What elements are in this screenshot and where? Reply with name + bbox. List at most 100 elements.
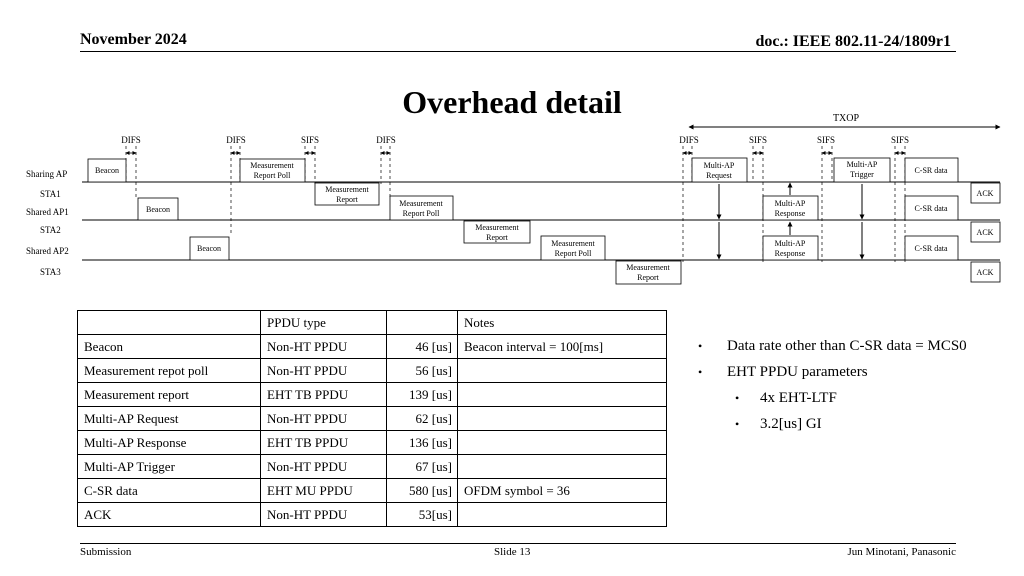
- ifs-label: DIFS: [226, 135, 246, 145]
- table-header-row: PPDU type Notes: [77, 310, 667, 335]
- table-row: C-SR data EHT MU PPDU 580 [us] OFDM symb…: [77, 478, 667, 503]
- frame-label: Measurement: [475, 223, 519, 232]
- frame-beacon: [87, 158, 127, 183]
- frame-label: Request: [706, 171, 733, 180]
- frame-label: ACK: [977, 268, 994, 277]
- ppdu-type-cell: Non-HT PPDU: [260, 502, 387, 527]
- ppdu-table: PPDU type Notes Beacon Non-HT PPDU 46 [u…: [77, 310, 667, 527]
- table-row: Multi-AP Response EHT TB PPDU 136 [us]: [77, 430, 667, 455]
- notes-cell: [457, 502, 667, 527]
- ifs-label: DIFS: [121, 135, 141, 145]
- table-row: ACK Non-HT PPDU 53[us]: [77, 502, 667, 527]
- frame-label: Response: [775, 209, 806, 218]
- bullet-text: 4x EHT-LTF: [760, 390, 837, 406]
- duration-cell: 580 [us]: [386, 478, 458, 503]
- frame-label: Report Poll: [254, 171, 291, 180]
- footer-divider: [80, 543, 956, 544]
- duration-cell: 53[us]: [386, 502, 458, 527]
- table-row: Multi-AP Request Non-HT PPDU 62 [us]: [77, 406, 667, 431]
- notes-cell: [457, 382, 667, 407]
- frame-cell: Beacon: [77, 334, 261, 359]
- frame-label: Response: [775, 249, 806, 258]
- frame-beacon: [189, 236, 230, 261]
- table-row: Multi-AP Trigger Non-HT PPDU 67 [us]: [77, 454, 667, 479]
- frame-beacon: [137, 197, 179, 221]
- frame-measurement-report-poll: [389, 195, 454, 221]
- timing-diagram: TXOP DIFS DIFS SIFS DIFS DIFS SIFS SIFS …: [26, 113, 1001, 285]
- row-label-sta1: STA1: [40, 189, 61, 199]
- frame-measurement-report: [615, 260, 682, 285]
- frame-cell: ACK: [77, 502, 261, 527]
- frame-measurement-report-poll: [239, 158, 306, 183]
- ppdu-type-cell: Non-HT PPDU: [260, 406, 387, 431]
- notes-cell: Beacon interval = 100[ms]: [457, 334, 667, 359]
- frame-label: ACK: [977, 228, 994, 237]
- table-row: Measurement repot poll Non-HT PPDU 56 [u…: [77, 358, 667, 383]
- bullet-marker: •: [698, 365, 703, 379]
- frame-cell: Measurement report: [77, 382, 261, 407]
- table-header-cell: [77, 310, 261, 335]
- duration-cell: 139 [us]: [386, 382, 458, 407]
- frame-ack: [970, 221, 1001, 243]
- frame-label: Multi-AP: [775, 199, 806, 208]
- table-header-cell: PPDU type: [260, 310, 387, 335]
- frame-cell: Multi-AP Response: [77, 430, 261, 455]
- row-label-sta2: STA2: [40, 225, 61, 235]
- row-label-shared-ap2: Shared AP2: [26, 246, 69, 256]
- frame-label: Report: [336, 195, 359, 204]
- bullet-text: EHT PPDU parameters: [727, 364, 868, 380]
- ppdu-type-cell: EHT TB PPDU: [260, 430, 387, 455]
- frame-label: Beacon: [197, 244, 221, 253]
- ifs-label: SIFS: [749, 135, 767, 145]
- frame-csr-data: [904, 195, 959, 221]
- notes-cell: [457, 358, 667, 383]
- frame-label: Beacon: [95, 166, 119, 175]
- table-row: Beacon Non-HT PPDU 46 [us] Beacon interv…: [77, 334, 667, 359]
- frame-label: Measurement: [551, 239, 595, 248]
- notes-cell: OFDM symbol = 36: [457, 478, 667, 503]
- notes-cell: [457, 406, 667, 431]
- frame-label: Multi-AP: [704, 161, 735, 170]
- frame-measurement-report: [314, 182, 380, 206]
- frame-measurement-report-poll: [540, 235, 606, 261]
- table-header-cell: [386, 310, 458, 335]
- frame-label: Measurement: [626, 263, 670, 272]
- frame-label: Report Poll: [403, 209, 440, 218]
- notes-cell: [457, 430, 667, 455]
- frame-multi-ap-response: [762, 195, 819, 221]
- frame-label: Measurement: [325, 185, 369, 194]
- ppdu-type-cell: Non-HT PPDU: [260, 358, 387, 383]
- slide-title: Overhead detail: [402, 84, 622, 120]
- table-row: Measurement report EHT TB PPDU 139 [us]: [77, 382, 667, 407]
- ifs-label: DIFS: [376, 135, 396, 145]
- ifs-label: SIFS: [817, 135, 835, 145]
- frame-label: Report: [486, 233, 509, 242]
- ifs-label: SIFS: [891, 135, 909, 145]
- frame-label: Multi-AP: [775, 239, 806, 248]
- row-label-shared-ap1: Shared AP1: [26, 207, 69, 217]
- row-label-sta3: STA3: [40, 267, 61, 277]
- frame-multi-ap-trigger: [833, 157, 891, 183]
- duration-cell: 46 [us]: [386, 334, 458, 359]
- notes-cell: [457, 454, 667, 479]
- frame-measurement-report: [463, 220, 531, 244]
- frame-label: Measurement: [399, 199, 443, 208]
- frame-csr-data: [904, 157, 959, 183]
- footer-slide-number: Slide 13: [494, 546, 531, 558]
- frame-csr-data: [904, 235, 959, 261]
- frame-label: Multi-AP: [847, 160, 878, 169]
- duration-cell: 62 [us]: [386, 406, 458, 431]
- bullet-marker: •: [735, 391, 740, 405]
- duration-cell: 56 [us]: [386, 358, 458, 383]
- frame-label: C-SR data: [914, 166, 948, 175]
- frame-label: Measurement: [250, 161, 294, 170]
- ppdu-type-cell: EHT TB PPDU: [260, 382, 387, 407]
- frame-cell: C-SR data: [77, 478, 261, 503]
- ppdu-type-cell: Non-HT PPDU: [260, 334, 387, 359]
- table-header-cell: Notes: [457, 310, 667, 335]
- frame-label: Report Poll: [555, 249, 592, 258]
- header-date: November 2024: [80, 31, 187, 48]
- frame-cell: Multi-AP Request: [77, 406, 261, 431]
- frame-label: C-SR data: [914, 204, 948, 213]
- frame-ack: [970, 182, 1001, 204]
